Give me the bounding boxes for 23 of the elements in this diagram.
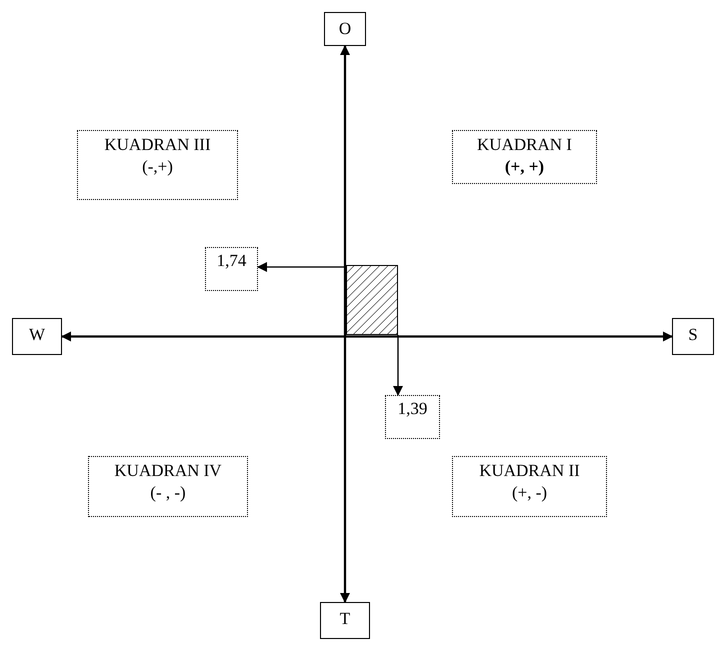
sign-label: (+, +) <box>504 156 544 178</box>
value-label: 1,74 <box>205 247 258 291</box>
axis-label: O <box>324 12 366 46</box>
quadrant-box <box>88 456 248 517</box>
sign-label: (- , -) <box>150 482 186 504</box>
axis-label: S <box>672 318 714 355</box>
quadrant-title: KUADRAN I <box>477 134 572 156</box>
sign-label: (-,+) <box>142 156 173 178</box>
value-label: 1,39 <box>385 395 440 439</box>
quadrant-title: KUADRAN III <box>104 134 211 156</box>
quadrant-title: KUADRAN II <box>479 460 580 482</box>
arrow <box>257 262 346 272</box>
quadrant-box <box>77 130 238 200</box>
arrow <box>393 335 403 396</box>
quadrant-box <box>452 130 597 184</box>
hatched-rectangle <box>346 265 398 335</box>
axis-arrow <box>340 45 350 603</box>
quadrant-box <box>452 456 607 517</box>
axis-label: T <box>320 602 370 639</box>
axis-arrow <box>61 332 673 342</box>
axis-label: W <box>12 318 62 355</box>
quadrant-title: KUADRAN IV <box>114 460 222 482</box>
sign-label: (+, -) <box>512 482 548 504</box>
